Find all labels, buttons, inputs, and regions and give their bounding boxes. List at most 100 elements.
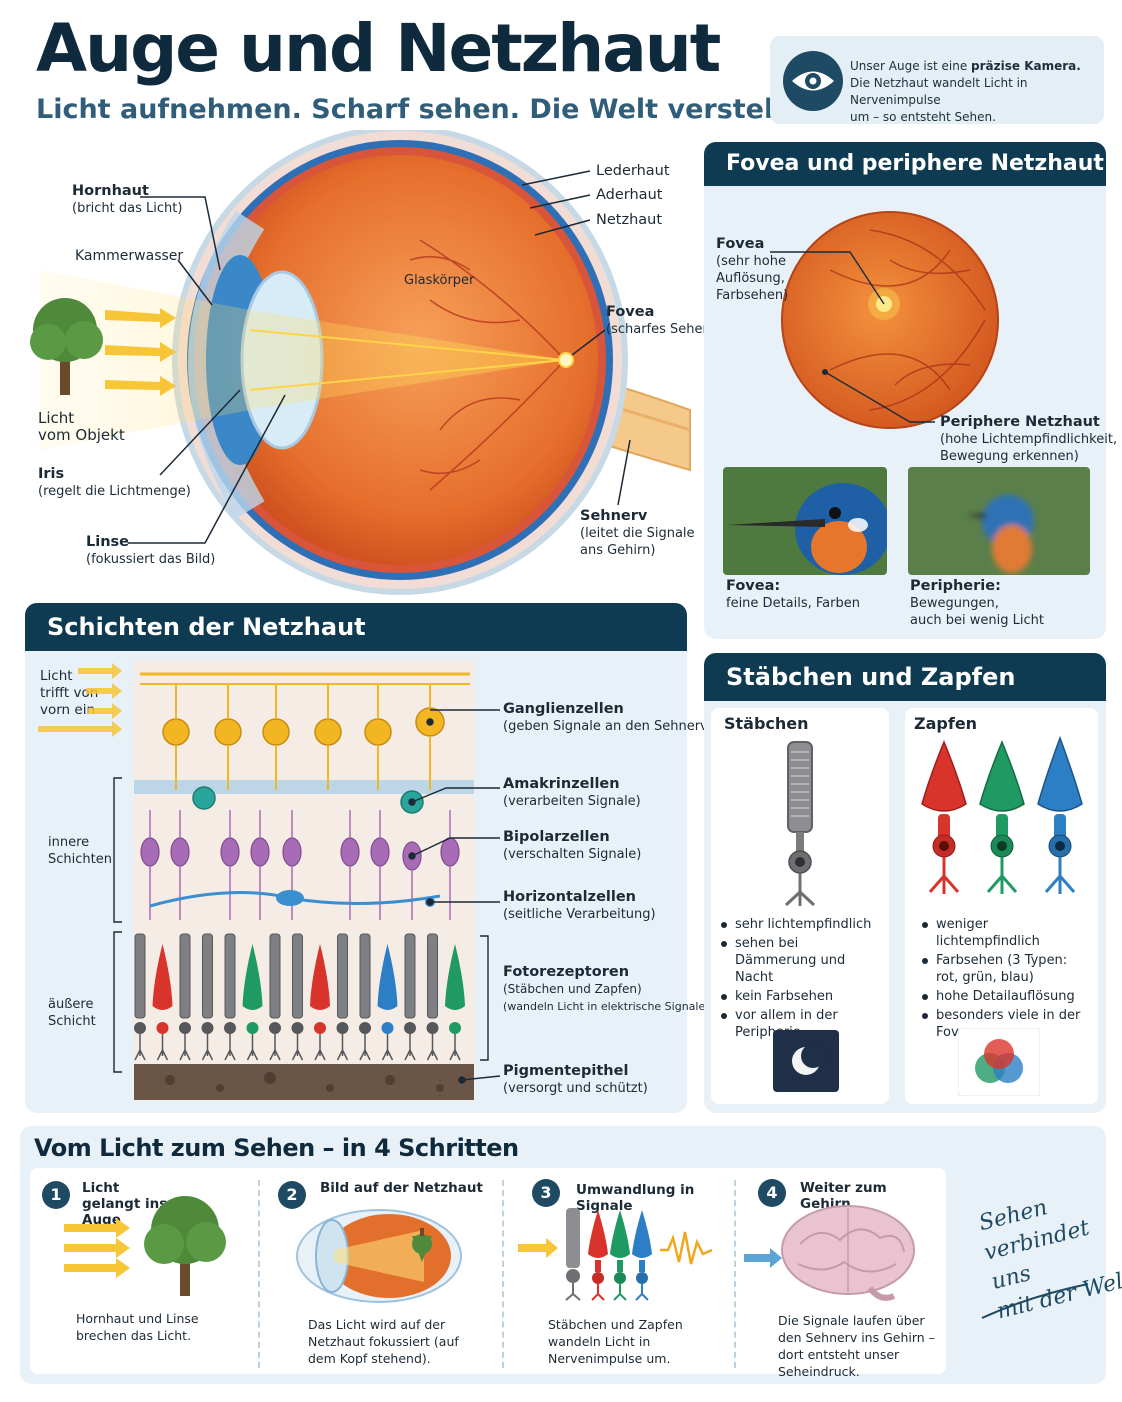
- step-4-illustration: [744, 1205, 915, 1301]
- red-cone-cell: [152, 944, 173, 1061]
- underline-swoosh-icon: [981, 1283, 1089, 1319]
- rods-title: Stäbchen: [724, 714, 809, 733]
- rgb-color-icon: [958, 1028, 1040, 1096]
- rod-cell: [291, 933, 304, 1061]
- rods-bullet: sehr lichtempfindlich: [719, 916, 883, 933]
- eye-cross-section: [30, 130, 691, 595]
- label-horizontal: Horizontalzellen(seitliche Verarbeitung): [503, 889, 656, 922]
- rod-cell: [201, 933, 214, 1061]
- green-cone-cell: [445, 944, 465, 1061]
- kingfisher-sharp-image: [723, 467, 887, 575]
- blue-cone-cell: [377, 944, 398, 1061]
- cones-title: Zapfen: [914, 714, 978, 733]
- rod-cell: [224, 933, 236, 1061]
- step-1-number: 1: [42, 1181, 70, 1209]
- step-2-eye-illustration: [296, 1209, 462, 1303]
- rod-cell-illustration: [784, 741, 816, 907]
- step-1-illustration: [64, 1196, 226, 1296]
- photoreceptors: [134, 933, 465, 1061]
- kingfisher-blurred-image: [908, 467, 1090, 575]
- green-cone-cell: [242, 944, 263, 1061]
- red-cone: [921, 740, 967, 894]
- pigment-epithelium: [134, 1064, 474, 1100]
- intro-line-1-bold: präzise Kamera.: [971, 59, 1081, 73]
- intro-line-3: um – so entsteht Sehen.: [850, 110, 996, 124]
- fovea-panel-title: Fovea und periphere Netzhaut: [704, 142, 1106, 186]
- caption-peripherie: Peripherie:Bewegungen,auch bei wenig Lic…: [910, 578, 1044, 628]
- label-hornhaut: Hornhaut(bricht das Licht): [72, 183, 183, 216]
- step-1-description: Hornhaut und Linse brechen das Licht.: [76, 1311, 199, 1343]
- intro-line-1: Unser Auge ist eine: [850, 59, 972, 73]
- step-2-title: Bild auf der Netzhaut: [320, 1180, 483, 1196]
- rods-bullet: sehen bei Dämmerung und Nacht: [719, 935, 883, 986]
- red-cone-cell: [310, 944, 330, 1061]
- step-divider: [734, 1180, 736, 1368]
- label-glaskoerper: Glaskörper: [404, 273, 475, 288]
- label-ganglion: Ganglienzellen(geben Signale an den Sehn…: [503, 701, 713, 734]
- light-arrows-layers: [38, 663, 122, 737]
- steps-title: Vom Licht zum Sehen – in 4 Schritten: [34, 1134, 519, 1162]
- inner-bracket: [113, 777, 122, 923]
- retina-fundus: [770, 211, 999, 429]
- label-bipolar: Bipolarzellen(verschalten Signale): [503, 829, 642, 862]
- rod-cell: [404, 933, 416, 1061]
- rods-cones-title: Stäbchen und Zapfen: [704, 653, 1106, 701]
- signal-wave-icon: [660, 1231, 713, 1265]
- label-fovea: Fovea(scharfes Sehen): [606, 304, 716, 337]
- step-2-number: 2: [278, 1181, 306, 1209]
- label-lederhaut: Lederhaut: [596, 163, 670, 179]
- step-3-number: 3: [532, 1179, 560, 1207]
- green-cone: [979, 740, 1025, 894]
- label-kammerwasser: Kammerwasser: [75, 248, 184, 264]
- fovea-point: [558, 352, 574, 368]
- cone-cells-illustration: [921, 736, 1083, 894]
- light-arrows: [105, 308, 176, 396]
- step-3-title: Umwandlung in Signale: [576, 1182, 695, 1214]
- step-divider: [258, 1180, 260, 1368]
- retina-layers-illustration: [113, 660, 500, 1100]
- rod-cell: [359, 933, 371, 1061]
- intro-text: Unser Auge ist eine präzise Kamera. Die …: [850, 58, 1100, 126]
- rods-bullet: kein Farbsehen: [719, 988, 883, 1005]
- rod-cell: [134, 933, 146, 1061]
- outer-bracket: [113, 931, 122, 1073]
- photoreceptor-bracket: [480, 935, 489, 1061]
- moon-icon: [773, 1030, 839, 1092]
- label-fotorezeptoren: Fotorezeptoren(Stäbchen und Zapfen)(wand…: [503, 964, 710, 1013]
- intro-line-2: Die Netzhaut wandelt Licht in Nervenimpu…: [850, 76, 1028, 107]
- label-iris: Iris(regelt die Lichtmenge): [38, 466, 191, 499]
- label-periphere-netzhaut: Periphere Netzhaut(hohe Lichtempfindlich…: [940, 414, 1118, 464]
- rod-cell: [269, 933, 281, 1061]
- step-4-description: Die Signale laufen über den Sehnerv ins …: [778, 1313, 935, 1379]
- label-aderhaut: Aderhaut: [596, 187, 663, 203]
- cones-bullet-list: weniger lichtempfindlich Farbsehen (3 Ty…: [920, 916, 1092, 1043]
- label-pigmentepithel: Pigmentepithel(versorgt und schützt): [503, 1063, 648, 1096]
- eye-icon: [783, 51, 843, 111]
- layers-panel-title: Schichten der Netzhaut: [25, 603, 687, 651]
- step-3-illustration: [518, 1208, 713, 1301]
- cones-bullet: Farbsehen (3 Typen: rot, grün, blau): [920, 952, 1092, 986]
- rods-bullet-list: sehr lichtempfindlich sehen bei Dämmerun…: [719, 916, 883, 1043]
- step-divider: [502, 1180, 504, 1368]
- rod-cell: [426, 933, 439, 1061]
- cones-bullet: hohe Detailauflösung: [920, 988, 1092, 1005]
- page-title: Auge und Netzhaut: [36, 10, 721, 87]
- tree-trunk: [60, 345, 70, 395]
- rod-cell: [336, 933, 349, 1061]
- step-4-number: 4: [758, 1179, 786, 1207]
- rod-cell: [179, 933, 191, 1061]
- label-netzhaut: Netzhaut: [596, 212, 663, 228]
- light-beam: [40, 270, 565, 450]
- cones-bullet: weniger lichtempfindlich: [920, 916, 1092, 950]
- blue-cone: [1037, 736, 1083, 894]
- label-amakrin: Amakrinzellen(verarbeiten Signale): [503, 776, 641, 809]
- step-2-description: Das Licht wird auf der Netzhaut fokussie…: [308, 1317, 459, 1366]
- retinal-vessels: [409, 239, 566, 491]
- page-subtitle: Licht aufnehmen. Scharf sehen. Die Welt …: [36, 94, 832, 125]
